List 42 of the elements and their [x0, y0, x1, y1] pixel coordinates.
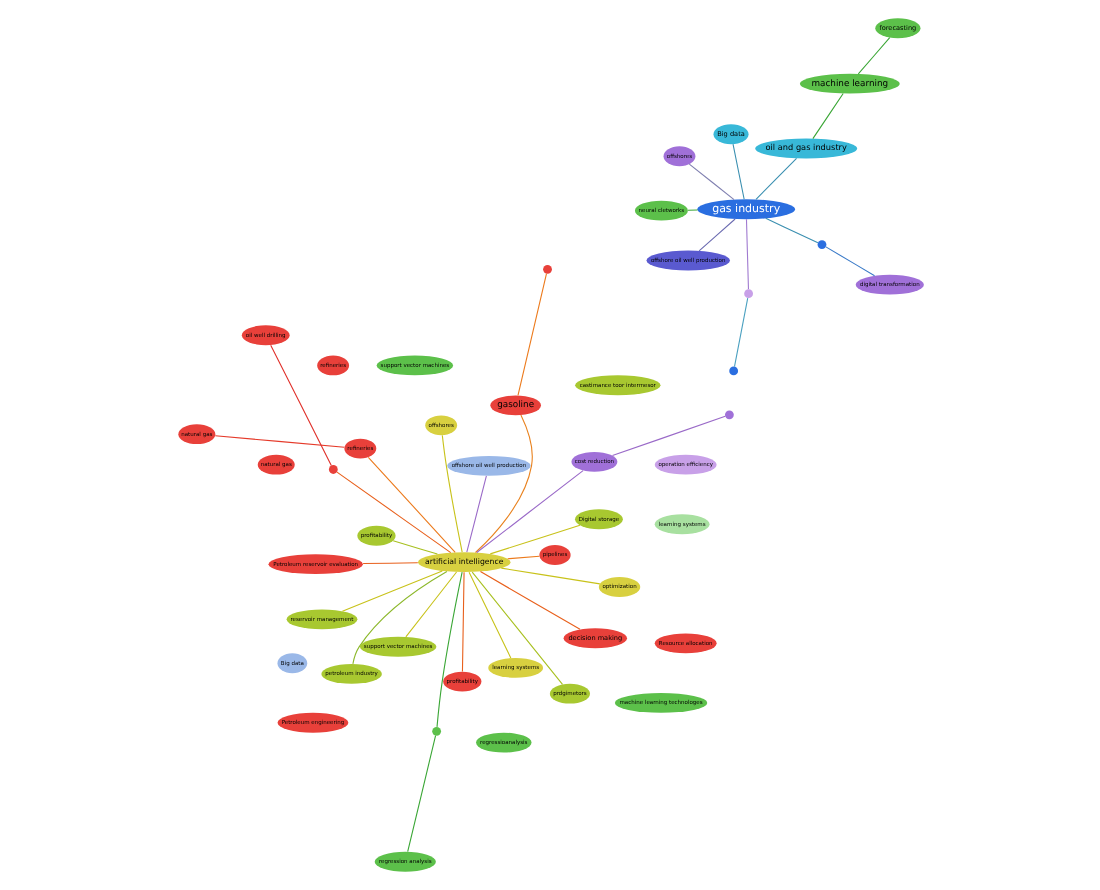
node-circle	[431, 726, 441, 736]
connector	[687, 163, 734, 201]
connector	[475, 470, 583, 554]
connector	[686, 209, 698, 211]
connector	[391, 540, 437, 555]
connector	[488, 524, 580, 555]
node-circle	[728, 366, 738, 376]
connector	[361, 562, 418, 565]
connector	[731, 143, 744, 200]
connector	[610, 415, 725, 457]
connector	[744, 218, 748, 290]
connector	[732, 297, 748, 368]
connector	[465, 475, 486, 553]
connector	[351, 570, 447, 665]
connector	[470, 571, 563, 685]
connector	[473, 414, 532, 554]
node-circle	[816, 240, 826, 249]
connector	[335, 471, 451, 554]
connector	[499, 567, 600, 585]
connector	[856, 37, 890, 75]
connector	[269, 344, 331, 466]
connector	[754, 157, 797, 200]
connector	[460, 571, 464, 673]
connector	[340, 570, 442, 612]
connector	[478, 571, 580, 630]
connector	[406, 735, 436, 853]
connector	[404, 571, 457, 638]
connector	[516, 273, 547, 396]
connector	[366, 456, 455, 553]
connector	[213, 435, 344, 448]
connector	[440, 434, 462, 553]
connector	[467, 571, 511, 659]
node-circle	[327, 465, 337, 474]
connector	[435, 571, 462, 728]
connector	[764, 217, 818, 244]
node-circle	[724, 410, 733, 420]
connector	[824, 246, 875, 277]
node-circle	[542, 264, 551, 274]
connector	[697, 218, 735, 252]
node-circle	[743, 289, 752, 299]
connector	[506, 555, 539, 560]
connector	[811, 93, 843, 140]
